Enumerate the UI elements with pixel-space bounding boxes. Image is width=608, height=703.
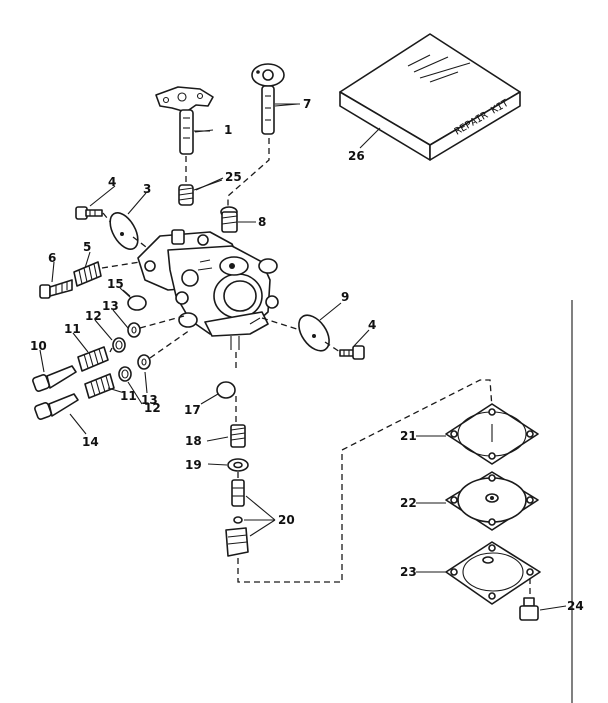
label-23: 23 (400, 565, 417, 579)
welch-plug (127, 295, 147, 311)
cover-screw (519, 597, 539, 621)
choke-spring (220, 206, 256, 233)
label-19: 19 (185, 458, 202, 472)
label-11-upper: 11 (64, 322, 81, 336)
screw-right (339, 345, 365, 360)
metering-diaphragm (445, 471, 539, 531)
o-ring-lower (118, 366, 132, 382)
o-ring-upper (112, 337, 126, 353)
spring-upper (77, 346, 109, 372)
label-22: 22 (400, 496, 417, 510)
label-4-right: 4 (368, 318, 376, 332)
label-3: 3 (143, 182, 151, 196)
screw-left-top (75, 206, 103, 220)
label-4-top: 4 (108, 175, 116, 189)
label-13-lower: 13 (141, 393, 158, 407)
label-8: 8 (258, 215, 266, 229)
label-11-lower: 11 (120, 389, 137, 403)
label-17: 17 (184, 403, 201, 417)
fuel-jet-assembly (225, 479, 249, 557)
throttle-spring (178, 179, 223, 206)
label-5: 5 (83, 240, 91, 254)
label-26: 26 (348, 149, 365, 163)
label-12-upper: 12 (85, 309, 102, 323)
label-10: 10 (30, 339, 47, 353)
label-1: 1 (224, 123, 232, 137)
label-20: 20 (278, 513, 295, 527)
part-labels: 1 7 25 8 4 3 5 6 9 4 15 13 12 11 10 13 1… (30, 97, 584, 613)
choke-shaft (251, 63, 299, 135)
idle-spring (73, 261, 102, 287)
label-15: 15 (107, 277, 124, 291)
idle-needle (34, 393, 79, 420)
label-13-upper: 13 (102, 299, 119, 313)
choke-plate (298, 314, 330, 352)
carburetor-body (137, 229, 279, 337)
label-21: 21 (400, 429, 417, 443)
label-24: 24 (567, 599, 584, 613)
check-spring (230, 424, 246, 448)
leader-lines (39, 103, 567, 611)
label-6: 6 (48, 251, 56, 265)
diaphragm-cover (445, 541, 541, 605)
repair-kit-box: REPAIR KIT (339, 33, 521, 161)
washer-lower (137, 354, 151, 370)
label-7: 7 (303, 97, 311, 111)
main-needle (32, 365, 77, 392)
label-14: 14 (82, 435, 99, 449)
idle-screw (39, 279, 73, 299)
label-25: 25 (225, 170, 242, 184)
spring-lower (84, 373, 115, 399)
throttle-plate (109, 212, 139, 250)
throttle-shaft (155, 86, 214, 155)
gasket-washer (227, 458, 249, 472)
diaphragm-gasket (445, 403, 539, 465)
label-12-lower: 12 (144, 401, 161, 415)
label-9: 9 (341, 290, 349, 304)
washer-upper (127, 322, 141, 338)
float-bowl-plug (216, 381, 236, 399)
label-18: 18 (185, 434, 202, 448)
